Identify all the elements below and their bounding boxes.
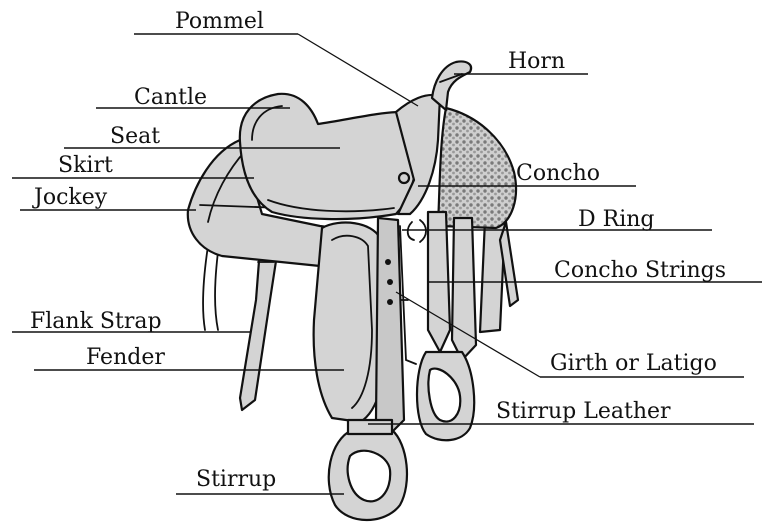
d-ring-shape: [408, 220, 426, 242]
label-stirrup-leather: Stirrup Leather: [496, 399, 671, 424]
concho-shape: [399, 173, 409, 183]
label-flank-strap: Flank Strap: [30, 309, 162, 334]
label-horn: Horn: [508, 49, 565, 74]
label-cantle: Cantle: [134, 85, 207, 110]
label-seat: Seat: [110, 124, 160, 149]
seat-shape: [240, 94, 414, 219]
label-concho-strings: Concho Strings: [554, 258, 726, 283]
label-pommel: Pommel: [175, 9, 264, 34]
stirrup-leather-shape: [376, 218, 404, 436]
label-skirt: Skirt: [58, 153, 113, 178]
label-concho: Concho: [516, 161, 600, 186]
label-stirrup: Stirrup: [196, 467, 276, 492]
leader-pommel: [298, 34, 418, 106]
label-jockey: Jockey: [32, 185, 108, 210]
label-girth-or-latigo: Girth or Latigo: [550, 351, 717, 376]
fleece-lining: [438, 108, 516, 228]
saddle-illustration: [188, 61, 518, 520]
horn-shape: [432, 61, 471, 110]
label-fender: Fender: [86, 345, 165, 370]
label-d-ring: D Ring: [578, 207, 654, 232]
